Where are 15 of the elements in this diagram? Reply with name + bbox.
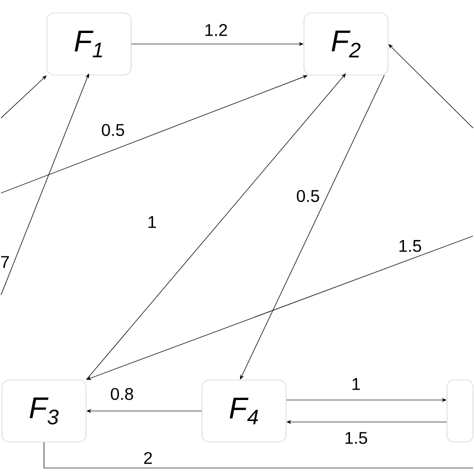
edge-label: 0.5: [100, 122, 126, 138]
function-box: F$_{1}$: [46, 12, 132, 76]
edge-label: 1.5: [343, 431, 369, 445]
edge-label: 1: [350, 377, 362, 391]
edge-label: 2: [142, 451, 154, 465]
function-box: F$_{3}$: [2, 380, 86, 442]
function-box: F$_{2}$: [304, 12, 388, 76]
edge-label: 1.2: [203, 23, 229, 37]
edge-label: 0.8: [109, 386, 135, 402]
edge-label: 7: [0, 255, 11, 269]
edge-label: 1.5: [397, 239, 423, 253]
empty-box: [446, 380, 474, 442]
function-box: F$_{4}$: [202, 380, 286, 442]
edge-label: 1: [146, 215, 158, 229]
edge-label: 0.5: [295, 188, 321, 204]
